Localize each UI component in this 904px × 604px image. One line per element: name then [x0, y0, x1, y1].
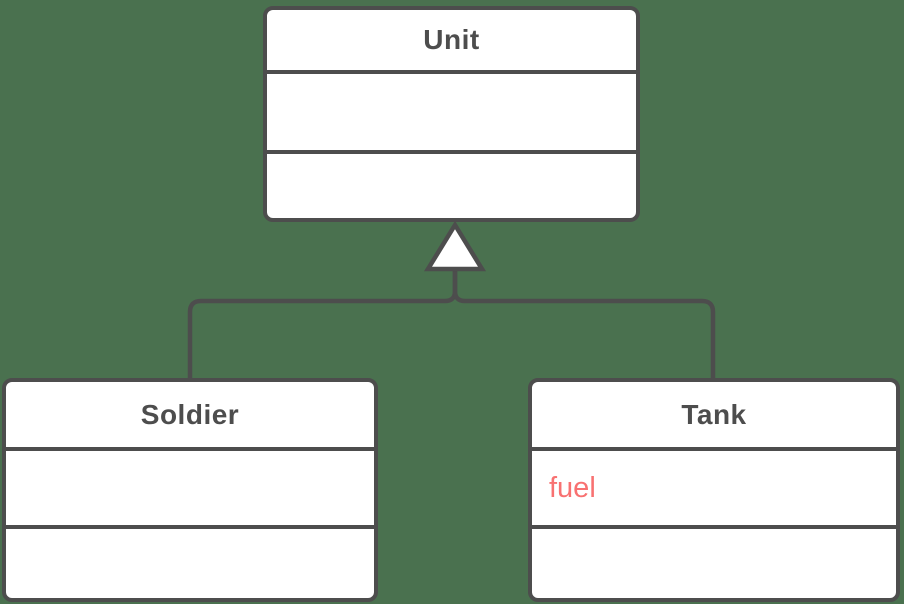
class-node-tank[interactable]: Tank fuel [528, 378, 900, 602]
unit-title-compartment: Unit [267, 10, 636, 70]
tank-class-name: Tank [681, 398, 747, 430]
soldier-methods-compartment [6, 525, 374, 598]
class-node-soldier[interactable]: Soldier [2, 378, 378, 602]
soldier-title-compartment: Soldier [6, 382, 374, 447]
soldier-class-name: Soldier [140, 398, 240, 430]
tank-attribute-fuel: fuel [549, 471, 596, 504]
inheritance-arrow-icon [423, 220, 487, 272]
unit-methods-compartment [267, 150, 636, 218]
tank-attributes-compartment: fuel [532, 447, 896, 525]
class-node-unit[interactable]: Unit [263, 6, 640, 222]
tank-methods-compartment [532, 525, 896, 598]
tank-title-compartment: Tank [532, 382, 896, 447]
inheritance-line-tank [452, 268, 716, 384]
soldier-attributes-compartment [6, 447, 374, 525]
unit-class-name: Unit [423, 24, 480, 55]
inheritance-line-soldier [187, 268, 458, 384]
unit-attributes-compartment [267, 70, 636, 150]
